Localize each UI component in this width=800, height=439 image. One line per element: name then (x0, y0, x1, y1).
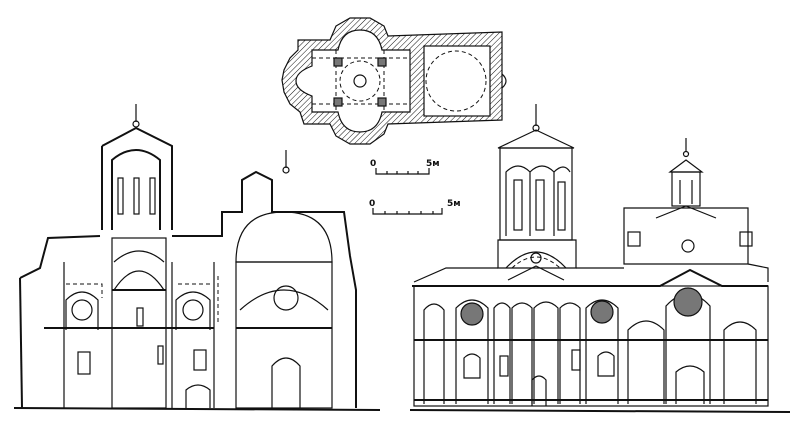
scale-start-label: 0 (370, 159, 376, 169)
side-elevation (409, 104, 791, 413)
pier (377, 97, 387, 107)
pier (377, 57, 387, 67)
scale-end-label: 5м (426, 159, 440, 169)
section-scale-bar: 0 5м (369, 199, 461, 215)
scale-start-label: 0 (369, 199, 375, 209)
pier (333, 97, 343, 107)
floor-plan (281, 17, 507, 145)
scale-end-label: 5м (447, 199, 461, 209)
plan-scale-bar: 0 5м (370, 159, 440, 175)
pier (333, 57, 343, 67)
longitudinal-section (13, 104, 381, 411)
